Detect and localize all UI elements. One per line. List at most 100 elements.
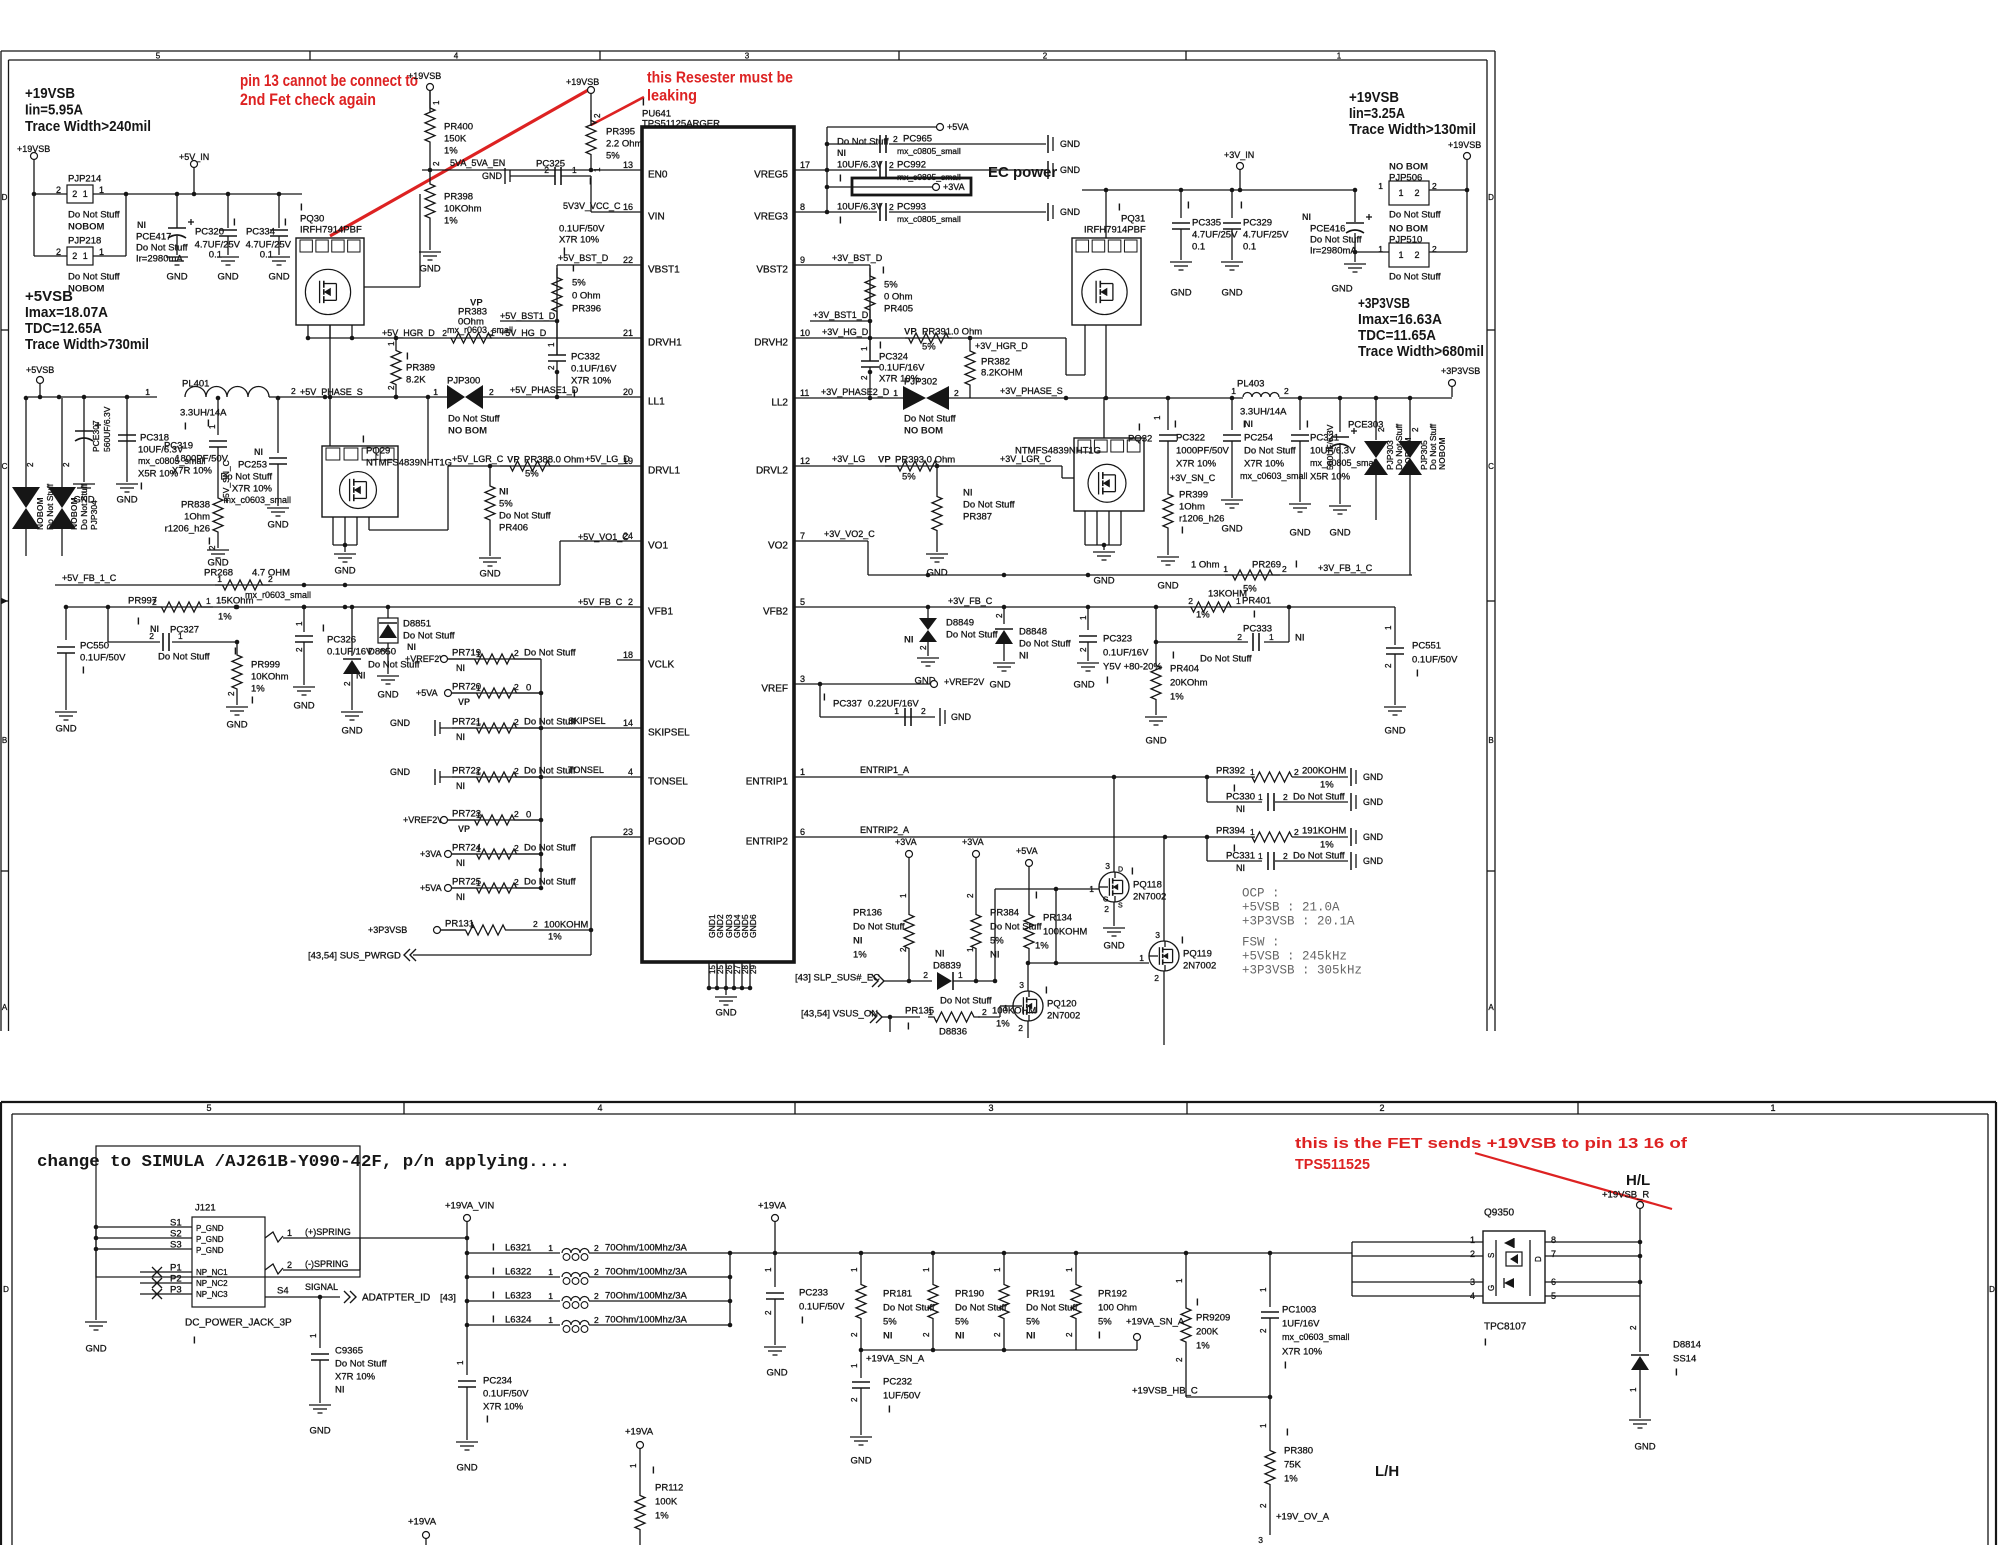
svg-text:29: 29 (749, 965, 758, 974)
svg-text:5%: 5% (884, 279, 898, 290)
svg-text:5%: 5% (990, 935, 1004, 946)
svg-text:2: 2 (919, 645, 928, 650)
svg-text:+5V_HGR_D: +5V_HGR_D (382, 328, 435, 338)
svg-text:D8850: D8850 (368, 646, 396, 657)
svg-text:PR997: PR997 (128, 595, 157, 606)
svg-text:+3V_BST1_D: +3V_BST1_D (813, 310, 869, 320)
svg-text:PC318: PC318 (140, 432, 169, 443)
svg-text:2: 2 (26, 462, 35, 467)
svg-text:1: 1 (958, 970, 963, 980)
svg-text:S4: S4 (277, 1285, 289, 1296)
svg-text:PU641: PU641 (642, 108, 671, 119)
svg-text:I: I (406, 352, 409, 363)
svg-text:2: 2 (966, 893, 975, 898)
svg-text:PC550: PC550 (80, 640, 109, 651)
svg-text:24: 24 (623, 531, 633, 541)
svg-text:pin 13 cannot be connect to: pin 13 cannot be connect to (240, 72, 418, 90)
svg-text:Do Not Stuff: Do Not Stuff (68, 209, 120, 220)
svg-text:S1: S1 (170, 1217, 182, 1228)
svg-text:1: 1 (1378, 244, 1383, 254)
svg-text:I: I (1243, 420, 1246, 431)
svg-text:NO BOM: NO BOM (1389, 161, 1428, 172)
svg-text:2: 2 (56, 185, 61, 195)
svg-text:2: 2 (514, 648, 519, 658)
svg-text:GND: GND (1363, 797, 1384, 807)
svg-text:28: 28 (741, 965, 750, 974)
svg-text:Do Not Stuff: Do Not Stuff (904, 413, 956, 424)
svg-text:Trace Width>730mil: Trace Width>730mil (25, 337, 149, 353)
svg-text:ENTRIP1: ENTRIP1 (746, 777, 789, 788)
svg-text:VFB1: VFB1 (648, 607, 673, 618)
svg-text:PR999: PR999 (251, 659, 280, 670)
svg-text:2: 2 (889, 160, 894, 170)
svg-text:PR720: PR720 (452, 681, 481, 692)
svg-text:2: 2 (850, 1397, 859, 1402)
svg-text:1: 1 (1629, 1387, 1638, 1392)
svg-text:70Ohm/100Mhz/3A: 70Ohm/100Mhz/3A (605, 1314, 688, 1325)
svg-text:PR181: PR181 (883, 1288, 912, 1299)
svg-text:1: 1 (99, 247, 104, 257)
svg-text:10UF/6.3V: 10UF/6.3V (1310, 445, 1356, 456)
svg-text:5%: 5% (1243, 583, 1257, 594)
svg-text:0: 0 (526, 682, 531, 693)
svg-text:1: 1 (1259, 1423, 1268, 1428)
svg-text:I: I (234, 647, 237, 658)
svg-text:0.1UF/16V: 0.1UF/16V (1103, 647, 1149, 658)
svg-text:1UF/16V: 1UF/16V (1282, 1318, 1320, 1329)
svg-text:2: 2 (594, 1315, 599, 1325)
svg-text:PR721: PR721 (452, 716, 481, 727)
svg-text:NI: NI (1019, 650, 1029, 661)
svg-text:I: I (1172, 651, 1175, 662)
svg-text:+19V_OV_A: +19V_OV_A (1276, 1511, 1330, 1522)
svg-text:8: 8 (1551, 1235, 1556, 1245)
svg-text:1%: 1% (1284, 1473, 1298, 1484)
svg-text:NI: NI (853, 935, 863, 946)
svg-text:PL403: PL403 (1237, 378, 1264, 389)
svg-text:Do Not Stuff: Do Not Stuff (837, 136, 889, 147)
svg-text:I: I (1286, 1428, 1289, 1439)
svg-text:Do Not Stuff: Do Not Stuff (1200, 653, 1252, 664)
svg-text:X7R 10%: X7R 10% (335, 1371, 376, 1382)
svg-text:1: 1 (1065, 1267, 1074, 1272)
svg-text:1: 1 (476, 878, 481, 888)
svg-text:PC332: PC332 (571, 351, 600, 362)
svg-text:NI: NI (150, 624, 159, 634)
svg-text:+3V_FB_C: +3V_FB_C (948, 596, 993, 606)
svg-text:PC320: PC320 (195, 226, 224, 237)
svg-text:2: 2 (544, 165, 549, 175)
svg-text:PR383: PR383 (458, 306, 487, 317)
svg-text:X7R 10%: X7R 10% (559, 234, 600, 245)
svg-text:PC965: PC965 (903, 133, 932, 144)
svg-text:2: 2 (1283, 792, 1288, 802)
svg-text:Ir=2980mA: Ir=2980mA (136, 253, 183, 264)
svg-text:S2: S2 (170, 1228, 182, 1239)
svg-text:VP: VP (904, 326, 917, 337)
svg-text:0.22UF/16V: 0.22UF/16V (868, 698, 919, 709)
svg-text:Trace Width>240mil: Trace Width>240mil (25, 119, 151, 135)
svg-text:1: 1 (1223, 564, 1228, 574)
svg-text:GND: GND (1363, 856, 1384, 866)
svg-text:NI: NI (456, 858, 465, 868)
svg-text:1%: 1% (251, 683, 265, 694)
svg-text:GND: GND (341, 725, 362, 736)
svg-text:SKIPSEL: SKIPSEL (648, 728, 690, 739)
svg-text:2: 2 (268, 574, 273, 584)
svg-text:TPC8107: TPC8107 (1484, 1322, 1527, 1333)
svg-text:1: 1 (178, 631, 183, 641)
svg-text:mx_c0805_small: mx_c0805_small (138, 456, 206, 466)
svg-text:PJP506: PJP506 (1389, 172, 1422, 183)
svg-text:NI: NI (935, 948, 945, 959)
svg-text:Do Not Stuff: Do Not Stuff (136, 242, 188, 253)
svg-text:27: 27 (733, 965, 742, 974)
svg-text:PR719: PR719 (452, 647, 481, 658)
svg-text:70Ohm/100Mhz/3A: 70Ohm/100Mhz/3A (605, 1266, 688, 1277)
svg-text:L6321: L6321 (505, 1242, 531, 1253)
svg-text:2: 2 (514, 843, 519, 853)
svg-text:+3V_FB_1_C: +3V_FB_1_C (1318, 563, 1373, 573)
svg-text:1: 1 (83, 251, 88, 261)
svg-text:2: 2 (1414, 250, 1419, 260)
svg-text:+19VSB: +19VSB (1349, 90, 1399, 106)
svg-text:0.1UF/50V: 0.1UF/50V (559, 223, 605, 234)
svg-text:0.1UF/50V: 0.1UF/50V (483, 1388, 529, 1399)
svg-text:I: I (492, 1315, 495, 1326)
